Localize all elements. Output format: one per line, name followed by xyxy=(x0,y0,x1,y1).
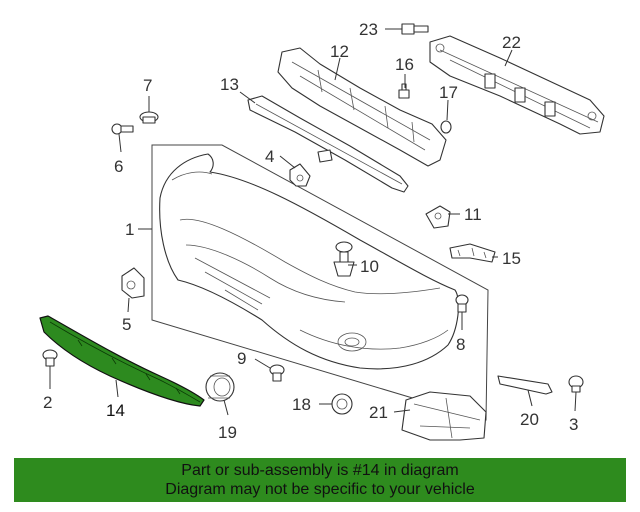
part-17-nut[interactable] xyxy=(440,120,452,134)
callout-8: 8 xyxy=(456,335,465,354)
part-23-bolt[interactable] xyxy=(401,23,429,35)
part-12-energy-absorber[interactable] xyxy=(277,47,447,167)
part-2-clip[interactable] xyxy=(42,349,58,367)
callout-13: 13 xyxy=(220,75,239,94)
callout-22: 22 xyxy=(502,33,521,52)
bumper-assembly-frame xyxy=(151,144,489,421)
part-15-side-bracket[interactable] xyxy=(449,243,496,263)
callout-21: 21 xyxy=(369,403,388,422)
callout-16: 16 xyxy=(395,55,414,74)
part-9-clip[interactable] xyxy=(269,364,285,382)
leader-lines xyxy=(49,28,577,416)
part-22-front-beam[interactable] xyxy=(429,35,605,135)
part-1-bumper-cover[interactable] xyxy=(159,153,460,370)
callout-9: 9 xyxy=(237,349,246,368)
callout-11: 11 xyxy=(464,205,482,224)
callout-23: 23 xyxy=(359,20,378,39)
part-14-lower-molding-highlighted[interactable] xyxy=(39,315,205,407)
part-16-clip[interactable] xyxy=(398,83,410,99)
callout-7: 7 xyxy=(143,76,152,95)
part-6-bolt[interactable] xyxy=(111,123,134,135)
part-4-bracket[interactable] xyxy=(289,163,311,187)
callout-4: 4 xyxy=(265,147,274,166)
callout-1: 1 xyxy=(125,220,134,239)
callout-12: 12 xyxy=(330,42,349,61)
part-20-reflector[interactable] xyxy=(497,375,553,395)
callout-19: 19 xyxy=(218,423,237,442)
callout-5: 5 xyxy=(122,315,131,334)
banner-line-2: Diagram may not be specific to your vehi… xyxy=(165,481,475,498)
callout-10: 10 xyxy=(360,257,379,276)
part-19-fog-lamp-ring[interactable] xyxy=(205,372,235,402)
part-11-retainer[interactable] xyxy=(425,205,451,229)
part-8-clip[interactable] xyxy=(455,294,469,313)
callout-3: 3 xyxy=(569,415,578,434)
callout-6: 6 xyxy=(114,157,123,176)
part-7-screw[interactable] xyxy=(139,111,159,124)
part-5-sensor[interactable] xyxy=(121,267,145,299)
callout-17: 17 xyxy=(439,83,458,102)
callout-15: 15 xyxy=(502,249,521,268)
part-21-lower-bracket[interactable] xyxy=(401,391,487,441)
callout-20: 20 xyxy=(520,410,539,429)
part-info-banner: Part or sub-assembly is #14 in diagram D… xyxy=(14,458,626,502)
part-3-clip[interactable] xyxy=(568,375,584,393)
callout-2: 2 xyxy=(43,393,52,412)
callout-14: 14 xyxy=(106,401,125,420)
callout-18: 18 xyxy=(292,395,311,414)
part-18-grommet[interactable] xyxy=(331,393,353,415)
banner-line-1: Part or sub-assembly is #14 in diagram xyxy=(181,462,459,479)
part-13-bumper-reinforcement[interactable] xyxy=(247,95,409,193)
